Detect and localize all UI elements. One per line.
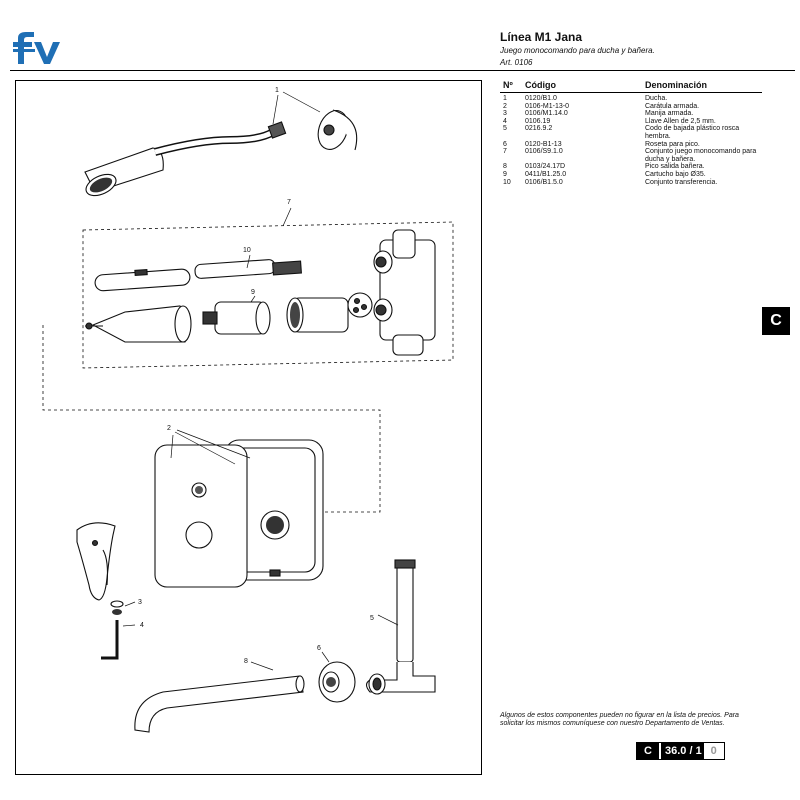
parts-row: 9 0411/B1.25.0 Cartucho bajo Ø35. [500,171,760,179]
page-subtitle: Juego monocomando para ducha y bañera. [500,46,655,55]
callout-1: 1 [275,87,279,94]
callout-9: 9 [251,289,255,296]
page-badge: C 36.0 / 1 0 [636,742,725,760]
exploded-view-diagram: 1 7 10 9 2 3 4 5 6 8 [42,87,454,733]
valve-body-part [347,229,436,356]
parts-row-number: 6 [503,140,507,148]
parts-row-code: 0103/24.17D [525,163,566,171]
parts-row-code: 0106/S9.1.0 [525,148,563,156]
parts-row-name: Ducha. [645,95,668,102]
leader-lines [122,91,399,671]
parts-table-divider [500,92,762,93]
col-header-name: Denominación [645,80,708,90]
callout-10: 10 [243,247,251,254]
parts-row-code: 0411/B1.25.0 [525,170,567,178]
callout-5: 5 [370,615,374,622]
elbow-part [365,559,436,695]
page-title: Línea M1 Jana [500,30,583,44]
transfer-assembly-part [94,259,302,292]
parts-row-name: Conjunto transferencia. [645,178,718,186]
parts-row-code: 0106/B1.5.0 [525,178,563,186]
parts-row-name: Codo de bajada plástico rosca hembra. [645,125,740,140]
page-badge-letter: C [637,743,659,759]
parts-row-number: 9 [503,170,507,178]
sleeve-part [286,297,349,333]
parts-row-name: Manija armada. [645,110,694,118]
section-tab: C [762,307,790,335]
parts-row: 6 0120-B1-13 Roseta para pico. [500,141,760,149]
parts-row-code: 0120-B1-13 [525,140,562,148]
parts-row-number: 1 [503,95,507,102]
parts-row-name: Pico salida bañera. [645,163,705,171]
parts-row-name: Roseta para pico. [645,140,700,148]
parts-row-name: Llave Allen de 2,5 mm. [645,117,716,125]
bath-spout-part [134,675,305,733]
parts-row-code: 0106-M1-13-0 [525,102,569,110]
callout-4: 4 [140,622,144,629]
callout-2: 2 [167,425,171,432]
shower-head-part [84,121,287,197]
callout-3: 3 [138,599,142,606]
parts-row: 7 0106/S9.1.0 Conjunto juego monocomando p… [500,148,760,163]
parts-row-code: 0106/M1.14.0 [525,110,568,118]
parts-row-name: Conjunto juego monocomando para ducha y … [645,148,757,163]
fv-logo-mark [13,32,60,64]
parts-row-number: 5 [503,125,507,133]
parts-row-number: 7 [503,148,507,156]
parts-row-number: 3 [503,110,507,118]
parts-row-number: 2 [503,102,507,110]
parts-row-number: 8 [503,163,507,171]
header-divider [10,70,795,71]
cartridge-part [202,301,271,335]
parts-row-code: 0106.19 [525,117,551,125]
parts-row: 4 0106.19 Llave Allen de 2,5 mm. [500,118,760,126]
parts-row-code: 0216.9.2 [525,125,553,133]
fv-logo [12,30,64,71]
parts-row: 10 0106/B1.5.0 Conjunto transferencia. [500,179,760,187]
parts-row: 2 0106-M1-13-0 Carátula armada. [500,103,760,111]
parts-row: 5 0216.9.2 Codo de bajada plástico rosca h… [500,125,760,140]
article-number: Art. 0106 [500,58,533,67]
parts-row: 8 0103/24.17D Pico salida bañera. [500,163,760,171]
diagram-frame [15,80,482,775]
parts-row-name: Carátula armada. [645,102,700,110]
callout-6: 6 [317,645,321,652]
parts-row: 3 0106/M1.14.0 Manija armada. [500,110,760,118]
callout-8: 8 [244,658,248,665]
page-badge-number: 36.0 / 1 [659,743,704,759]
parts-row: 1 0120/B1.0 Ducha. [500,95,760,103]
callout-7: 7 [287,199,291,206]
parts-row-number: 4 [503,117,507,125]
shower-arm-flange-part [317,109,358,151]
col-header-code: Código [525,80,556,90]
col-header-number: Nº [503,80,513,90]
parts-table: 1 0120/B1.0 Ducha. 2 0106-M1-13-0 Carátula ar… [500,95,760,186]
trim-plate-part [154,439,324,588]
spout-rosette-part [318,661,356,703]
parts-row-number: 10 [503,178,511,186]
footnote: Algunos de estos componentes pueden no f… [500,712,739,727]
handle-lever-part [76,522,116,601]
allen-key-part [101,600,124,660]
parts-row-code: 0120/B1.0 [525,95,557,102]
parts-row-name: Cartucho bajo Ø35. [645,170,706,178]
handle-cap-part [85,305,192,343]
page-badge-revision: 0 [703,743,724,759]
